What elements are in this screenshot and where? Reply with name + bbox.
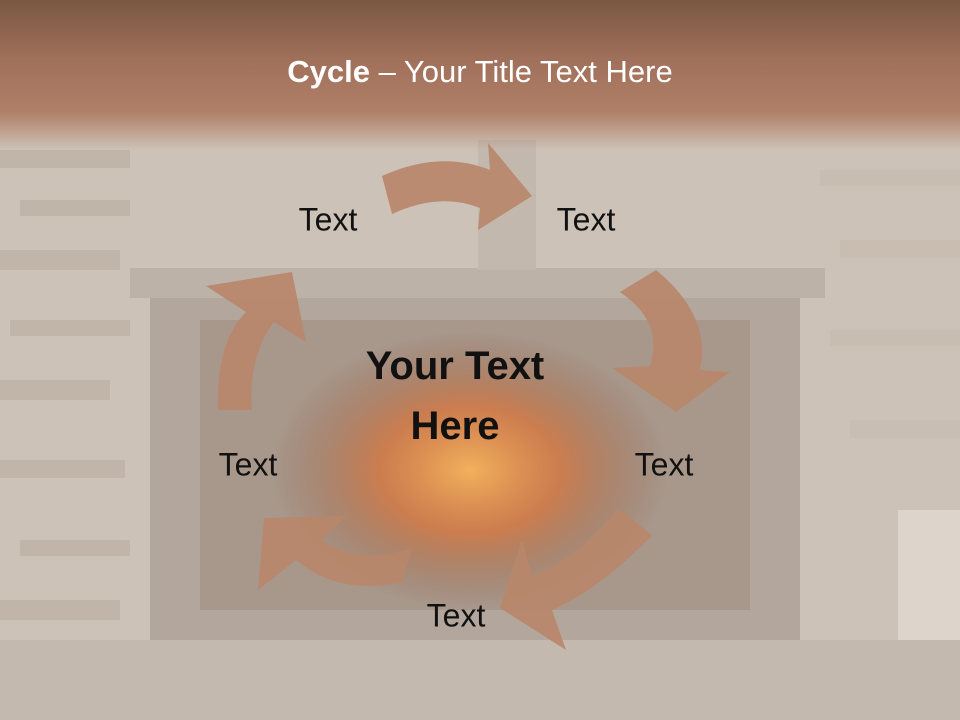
cycle-arrow-1 [382, 143, 532, 230]
node-label-4: Text [426, 597, 486, 634]
center-text: Your Text Here [325, 336, 585, 456]
node-label-2: Text [556, 201, 616, 238]
cycle-arrow-3 [500, 508, 652, 650]
cycle-arrow-4 [258, 516, 412, 590]
center-text-line-2: Here [410, 404, 500, 448]
center-text-line-1: Your Text [365, 344, 545, 388]
title-bold: Cycle [287, 54, 370, 89]
title-bar [0, 0, 960, 150]
page-title: Cycle – Your Title Text Here [0, 54, 960, 90]
node-label-3: Text [634, 446, 694, 483]
node-label-5: Text [218, 446, 278, 483]
node-label-1: Text [298, 201, 358, 238]
cycle-arrow-5 [206, 272, 306, 410]
cycle-arrow-2 [612, 270, 730, 412]
title-rest: – Your Title Text Here [370, 54, 673, 89]
